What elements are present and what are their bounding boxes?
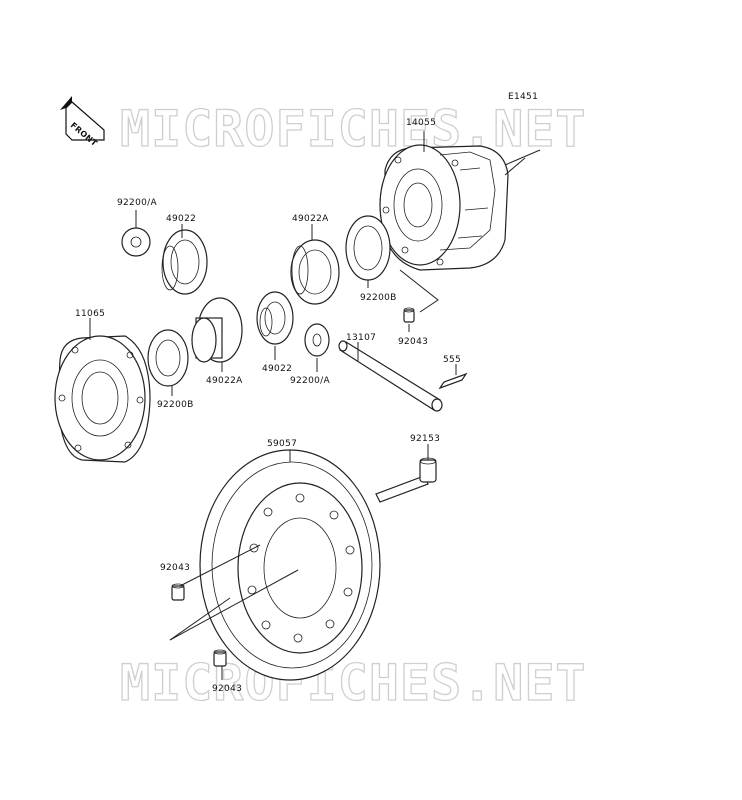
side-gear-49022a-bottom — [191, 297, 243, 363]
front-arrow-icon: FRONT — [60, 96, 105, 148]
label-92043-bottom: 92043 — [212, 684, 242, 694]
label-11065: 11065 — [75, 309, 105, 319]
ring-gear-59057 — [199, 449, 381, 681]
pin-92043-bottom — [213, 651, 227, 667]
label-92043-left: 92043 — [160, 563, 190, 573]
bevel-gear-49022-top — [161, 229, 208, 295]
watermark-bottom: MICROFICHES.NET — [120, 654, 587, 712]
label-92200a-bottom: 92200/A — [290, 376, 330, 386]
pin-92043-left — [171, 585, 185, 601]
pinion-shaft-13107 — [338, 340, 443, 412]
pin-555 — [438, 372, 468, 390]
label-92153: 92153 — [410, 434, 440, 444]
label-92200a-top: 92200/A — [117, 198, 157, 208]
label-92200b-left: 92200B — [157, 400, 194, 410]
label-92200b-right: 92200B — [360, 293, 397, 303]
bevel-gear-49022a-top — [290, 239, 340, 305]
figure-code: E1451 — [508, 92, 538, 102]
label-555: 555 — [443, 355, 461, 365]
washer-92200b-left — [147, 329, 189, 387]
differential-case — [379, 144, 509, 271]
label-59057: 59057 — [267, 439, 297, 449]
bevel-gear-49022-bottom — [256, 291, 294, 345]
differential-case-cover — [54, 335, 151, 463]
watermark-top: MICROFICHES.NET — [120, 100, 587, 158]
label-14055: 14055 — [406, 118, 436, 128]
washer-92200a-bottom — [304, 323, 330, 357]
label-49022-bottom: 49022 — [262, 364, 292, 374]
label-49022a-bottom: 49022A — [206, 376, 243, 386]
label-49022a-top: 49022A — [292, 214, 329, 224]
washer-92200a-top — [121, 227, 151, 257]
pin-92043-top — [403, 309, 415, 323]
label-13107: 13107 — [346, 333, 376, 343]
label-92043-top: 92043 — [398, 337, 428, 347]
bolt-92153 — [375, 457, 437, 503]
label-49022-top: 49022 — [166, 214, 196, 224]
